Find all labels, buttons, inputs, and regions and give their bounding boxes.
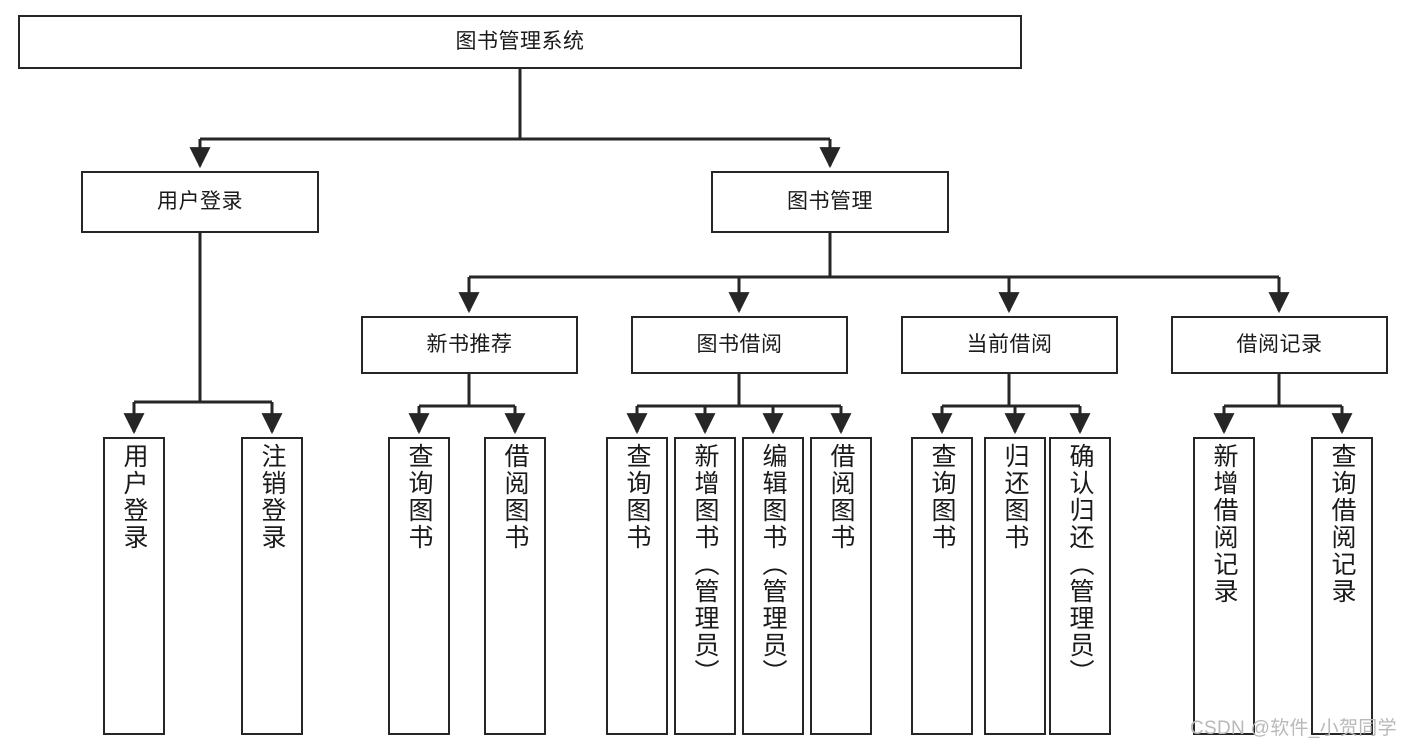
- node-leaf-confirm-return-admin-label: 确认归还（管理员）: [1066, 443, 1094, 686]
- node-leaf-edit-book-admin-label: 编辑图书（管理员）: [759, 443, 787, 686]
- node-leaf-borrow-book-label: 借阅图书: [827, 443, 855, 551]
- node-leaf-query-book-borrow-label: 查询图书: [623, 443, 651, 551]
- node-user-login[interactable]: 用户登录: [81, 171, 319, 233]
- node-leaf-borrow-book[interactable]: 借阅图书: [810, 437, 872, 735]
- node-root-label: 图书管理系统: [455, 30, 585, 54]
- node-leaf-query-borrow-record-label: 查询借阅记录: [1328, 443, 1356, 605]
- node-leaf-query-book-borrow[interactable]: 查询图书: [606, 437, 668, 735]
- node-leaf-return-book-label: 归还图书: [1001, 443, 1029, 551]
- node-book-borrow-label: 图书借阅: [696, 333, 783, 357]
- node-leaf-query-borrow-record[interactable]: 查询借阅记录: [1311, 437, 1373, 735]
- node-leaf-query-book-rec-label: 查询图书: [405, 443, 433, 551]
- node-leaf-add-book-admin-label: 新增图书（管理员）: [691, 443, 719, 686]
- node-leaf-query-book-rec[interactable]: 查询图书: [388, 437, 450, 735]
- node-leaf-return-book[interactable]: 归还图书: [984, 437, 1046, 735]
- node-book-manage-label: 图书管理: [787, 190, 873, 214]
- watermark-text: CSDN @软件_小贺同学: [1190, 718, 1397, 739]
- node-leaf-user-login-label: 用户登录: [120, 443, 148, 551]
- node-book-borrow[interactable]: 图书借阅: [631, 316, 848, 374]
- node-new-book-recommend-label: 新书推荐: [426, 333, 513, 357]
- node-leaf-query-book-cur-label: 查询图书: [928, 443, 956, 551]
- node-leaf-confirm-return-admin[interactable]: 确认归还（管理员）: [1049, 437, 1111, 735]
- node-user-login-label: 用户登录: [157, 190, 243, 214]
- node-leaf-borrow-book-rec-label: 借阅图书: [501, 443, 529, 551]
- node-borrow-record-label: 借阅记录: [1236, 333, 1323, 357]
- node-leaf-add-borrow-record[interactable]: 新增借阅记录: [1193, 437, 1255, 735]
- node-leaf-query-book-cur[interactable]: 查询图书: [911, 437, 973, 735]
- node-leaf-user-logout[interactable]: 注销登录: [241, 437, 303, 735]
- node-leaf-edit-book-admin[interactable]: 编辑图书（管理员）: [742, 437, 804, 735]
- node-borrow-record[interactable]: 借阅记录: [1171, 316, 1388, 374]
- node-leaf-add-book-admin[interactable]: 新增图书（管理员）: [674, 437, 736, 735]
- node-root[interactable]: 图书管理系统: [18, 15, 1022, 69]
- node-book-manage[interactable]: 图书管理: [711, 171, 949, 233]
- node-leaf-add-borrow-record-label: 新增借阅记录: [1210, 443, 1238, 605]
- node-leaf-user-login[interactable]: 用户登录: [103, 437, 165, 735]
- node-current-borrow[interactable]: 当前借阅: [901, 316, 1118, 374]
- node-leaf-borrow-book-rec[interactable]: 借阅图书: [484, 437, 546, 735]
- node-leaf-user-logout-label: 注销登录: [258, 443, 286, 551]
- node-current-borrow-label: 当前借阅: [966, 333, 1053, 357]
- node-new-book-recommend[interactable]: 新书推荐: [361, 316, 578, 374]
